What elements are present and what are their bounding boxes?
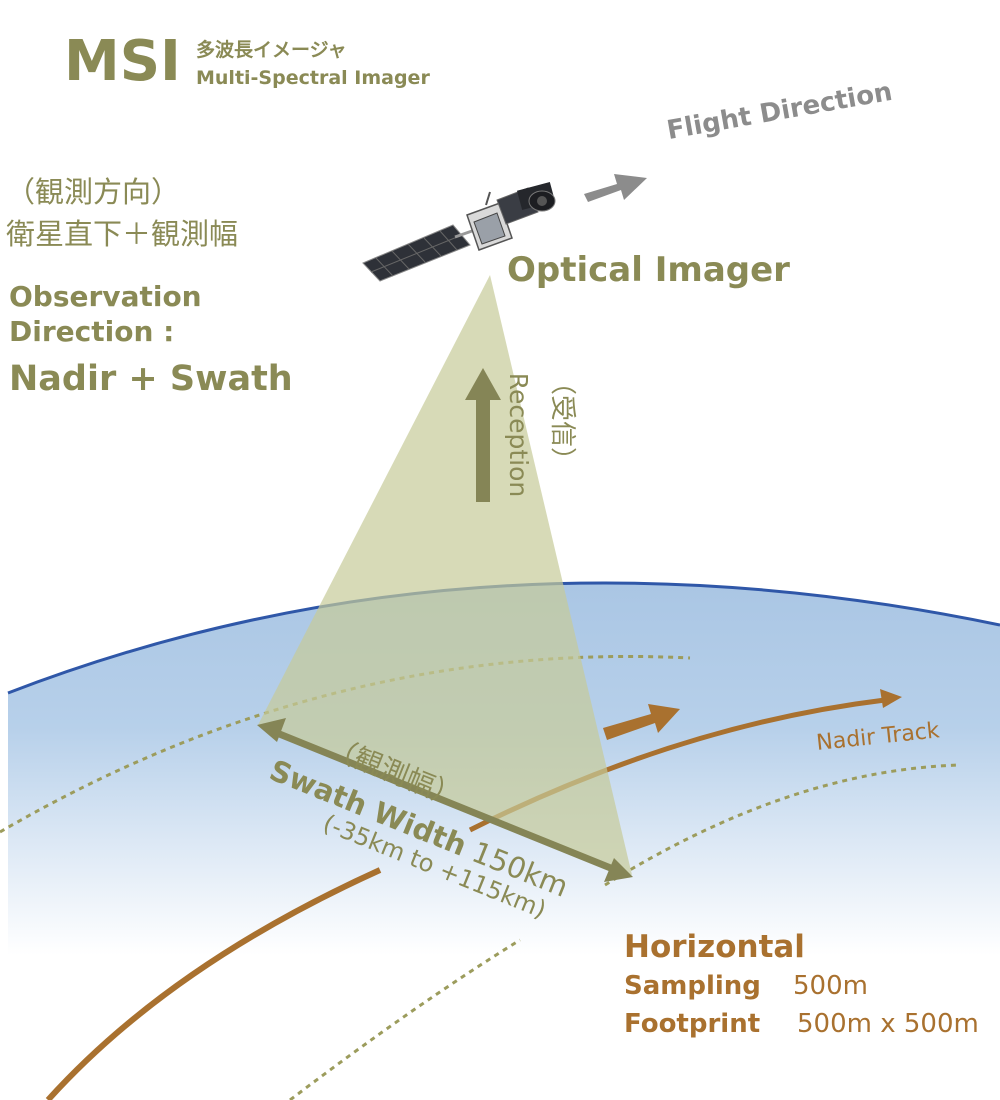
footprint-label: Footprint xyxy=(624,1009,761,1039)
satellite-icon xyxy=(362,181,556,282)
observation-cone xyxy=(258,275,632,875)
swath-arrowhead-right xyxy=(604,858,633,882)
instrument-name-ja: 多波長イメージャ xyxy=(196,39,347,61)
reception-label: Reception xyxy=(504,372,533,498)
observation-direction-en-3: Nadir + Swath xyxy=(9,359,293,399)
horizontal-title: Horizontal xyxy=(624,929,805,965)
reception-arrow-shaft xyxy=(476,398,490,502)
optical-imager-label: Optical Imager xyxy=(507,250,790,290)
instrument-acronym: MSI xyxy=(64,29,181,94)
reception-arrow-head xyxy=(465,368,501,400)
ground-motion-arrow xyxy=(603,704,680,740)
footprint-value: 500m x 500m xyxy=(797,1009,979,1039)
nadir-track-arrowhead xyxy=(880,689,902,708)
swath-arrowhead-left xyxy=(257,718,286,742)
reception-label-ja: （受信） xyxy=(547,368,577,473)
sampling-value: 500m xyxy=(793,971,868,1001)
instrument-name-en: Multi-Spectral Imager xyxy=(196,67,430,89)
swath-width-arrow xyxy=(270,727,620,875)
swath-edge-far xyxy=(604,763,961,887)
observation-direction-ja-1: （観測方向） xyxy=(6,175,181,209)
sampling-label: Sampling xyxy=(624,971,761,1001)
observation-direction-en-2: Direction : xyxy=(9,315,175,348)
flight-direction-arrow-icon xyxy=(584,174,647,202)
observation-direction-en-1: Observation xyxy=(9,280,202,313)
nadir-track-line xyxy=(45,867,382,1100)
observation-direction-ja-2: 衛星直下＋観測幅 xyxy=(6,217,239,251)
earth-surface xyxy=(8,582,1000,1100)
